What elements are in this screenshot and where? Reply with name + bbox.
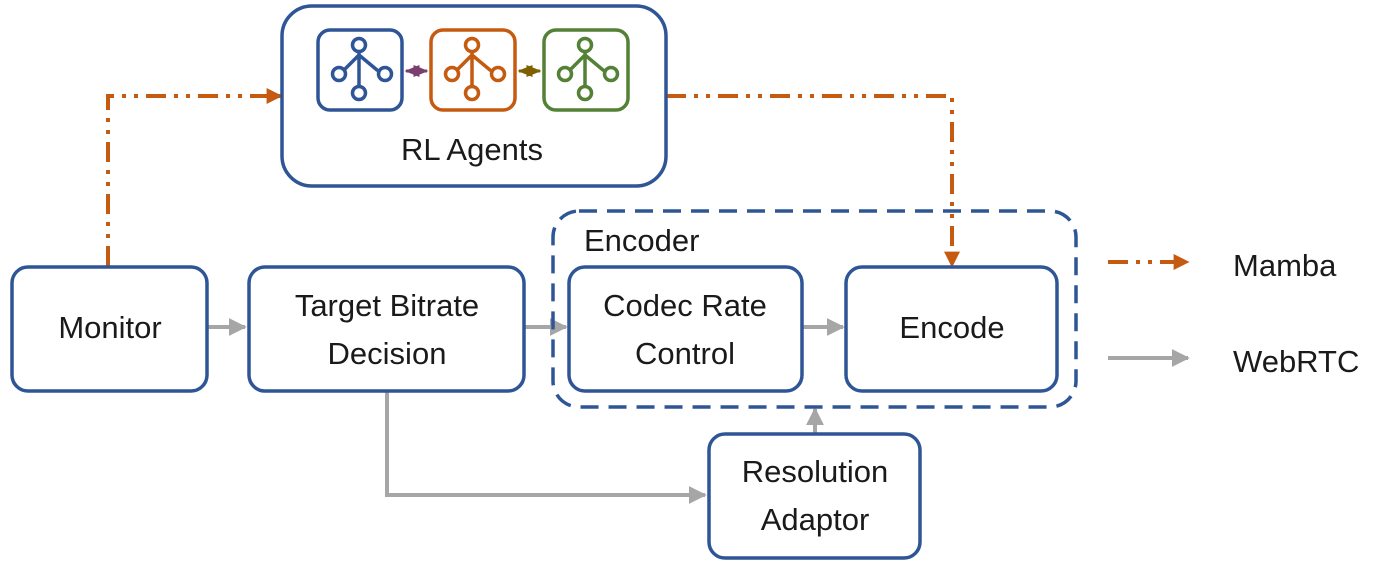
git-branch-icon (429, 28, 517, 112)
target-bitrate-decision-box: Target Bitrate Decision (247, 265, 526, 393)
resolution-label-line2: Adaptor (761, 502, 870, 537)
arrow-monitor-to-agents (106, 88, 283, 266)
target-bitrate-label-line2: Decision (328, 336, 447, 371)
legend-mamba-label: Mamba (1233, 248, 1337, 283)
codec-rate-label-line1: Codec Rate (603, 288, 767, 323)
resolution-label-line1: Resolution (742, 454, 888, 489)
arrow-agents-to-encode (666, 94, 960, 268)
encode-box: Encode (844, 265, 1059, 393)
codec-rate-control-box: Codec Rate Control (567, 265, 804, 393)
monitor-box: Monitor (10, 265, 209, 393)
monitor-label: Monitor (58, 310, 161, 345)
target-bitrate-label-line1: Target Bitrate (295, 288, 479, 323)
rl-agents-box: RL Agents (280, 4, 668, 188)
resolution-adaptor-box: Resolution Adaptor (707, 432, 922, 560)
encode-label: Encode (899, 310, 1004, 345)
encoder-group-label: Encoder (584, 223, 699, 258)
legend: Mamba WebRTC (1108, 248, 1359, 379)
rl-agents-label: RL Agents (401, 132, 543, 167)
git-branch-icon (542, 28, 630, 112)
arrow-bitrate-to-resolution (385, 392, 707, 504)
git-branch-icon (316, 28, 404, 112)
encoder-group: Encoder (551, 209, 1078, 409)
legend-webrtc-label: WebRTC (1233, 344, 1359, 379)
codec-rate-label-line2: Control (635, 336, 735, 371)
